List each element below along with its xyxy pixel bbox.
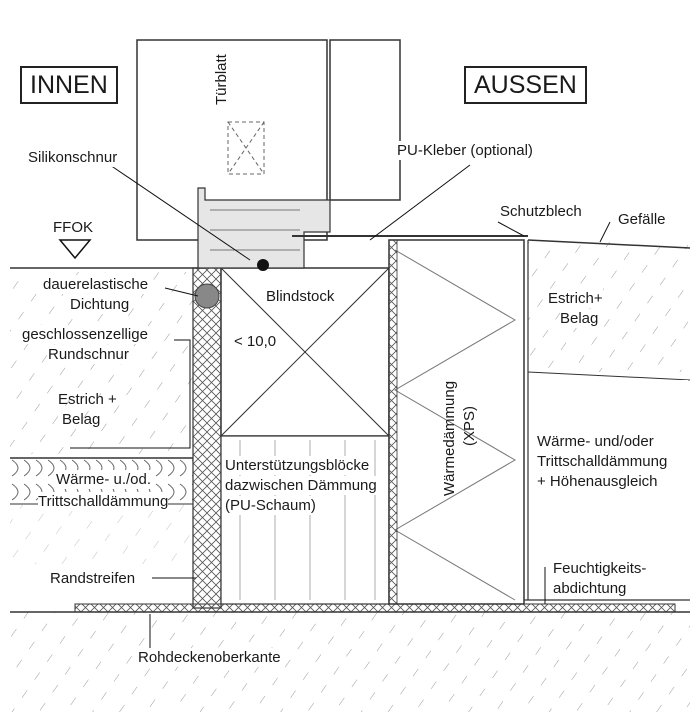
- blindstock-label: Blindstock: [266, 288, 335, 305]
- door-profile: [197, 187, 331, 269]
- estrich-aussen-label-1: Estrich+: [548, 289, 603, 308]
- leader-pu-kleber: [369, 164, 471, 241]
- ffok-label: FFOK: [53, 218, 93, 237]
- rundschnur-circle: [194, 283, 220, 309]
- waermedaemmung-label: Wärmedämmung: [441, 380, 458, 496]
- rundschnur-label-2: Rundschnur: [48, 345, 129, 364]
- waerme-aussen-label-3: + Höhenausgleich: [537, 472, 658, 491]
- innen-label: INNEN: [20, 66, 118, 104]
- silikonschnur-label: Silikonschnur: [28, 148, 118, 167]
- ffok-triangle: [58, 239, 92, 260]
- schutzblech-label: Schutzblech: [500, 202, 582, 221]
- unterstuetzung-label-3: (PU-Schaum): [225, 496, 316, 515]
- xps-label: (XPS): [461, 405, 478, 446]
- estrich-innen-label-2: Belag: [62, 411, 101, 428]
- estrich-aussen-label-2: Belag: [560, 309, 599, 328]
- tuerblatt-label: Türblatt: [213, 54, 230, 105]
- abdichtung-bottom: [74, 603, 676, 613]
- leader-silikonschnur: [109, 164, 251, 261]
- unterstuetzung-label-2: dazwischen Dämmung: [225, 476, 377, 495]
- dichtung-label-1: dauerelastische: [43, 275, 149, 294]
- randstreifen-label: Randstreifen: [50, 569, 136, 588]
- leader-dichtung: [164, 287, 199, 297]
- feuchtigkeit-label-2: abdichtung: [553, 579, 627, 598]
- leader-rundschnur: [70, 339, 191, 449]
- unterstuetzung-label-1: Unterstützungsblöcke: [225, 456, 370, 475]
- gefaelle-line: [527, 239, 691, 249]
- pu-kleber-label: PU-Kleber (optional): [397, 141, 533, 160]
- leader-schutzblech: [497, 221, 525, 237]
- rohdecke-label: Rohdeckenoberkante: [138, 648, 281, 667]
- waerme-innen-label-2: Trittschalldämmung: [38, 492, 169, 511]
- gefaelle-label: Gefälle: [618, 210, 666, 229]
- feuchtigkeit-label-1: Feuchtigkeits-: [553, 559, 647, 578]
- dimension-label: < 10,0: [234, 333, 277, 350]
- dichtung-label-2: Dichtung: [70, 295, 130, 314]
- waerme-aussen-label-2: Trittschalldämmung: [537, 452, 668, 471]
- estrich-innen-label-1: Estrich +: [58, 391, 117, 408]
- aussen-label: AUSSEN: [464, 66, 587, 104]
- randstreifen-strip: [192, 267, 222, 609]
- rohdecke-hatch: [10, 612, 690, 712]
- leader-gefaelle: [599, 221, 611, 243]
- xps-column: [388, 239, 525, 605]
- waerme-innen-label-1: Wärme- u./od.: [56, 470, 152, 489]
- silikonschnur-dot: [257, 259, 269, 271]
- rundschnur-label-1: geschlossenzellige: [22, 325, 148, 344]
- waerme-aussen-label-1: Wärme- und/oder: [537, 432, 654, 451]
